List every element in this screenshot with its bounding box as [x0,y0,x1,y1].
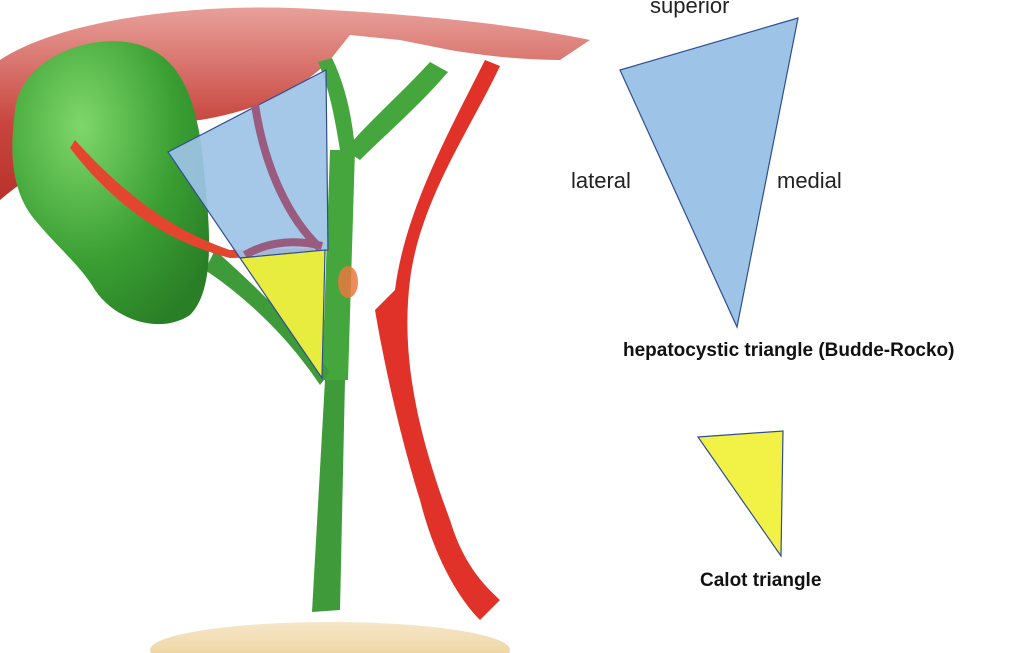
common-bile-duct [312,380,345,612]
label-hepatocystic-triangle: hepatocystic triangle (Budde-Rocko) [623,340,955,361]
right-hepatic-duct [318,58,355,150]
label-lateral: lateral [571,168,631,193]
label-medial: medial [777,168,842,193]
common-hepatic-duct [322,150,355,380]
calot-triangle-legend-shape [696,430,784,558]
cystic-artery-branch [242,104,324,259]
left-hepatic-duct [345,62,448,160]
duodenum [150,622,510,653]
hepatocystic-triangle-legend-shape [619,17,799,329]
calot-triangle-overlay [238,249,326,380]
lymph-node [338,266,358,298]
label-calot-triangle: Calot triangle [700,570,822,591]
hepatic-artery [375,60,500,620]
cystic-artery [70,140,320,258]
cystic-duct [205,250,330,385]
label-superior: superior [650,0,730,18]
